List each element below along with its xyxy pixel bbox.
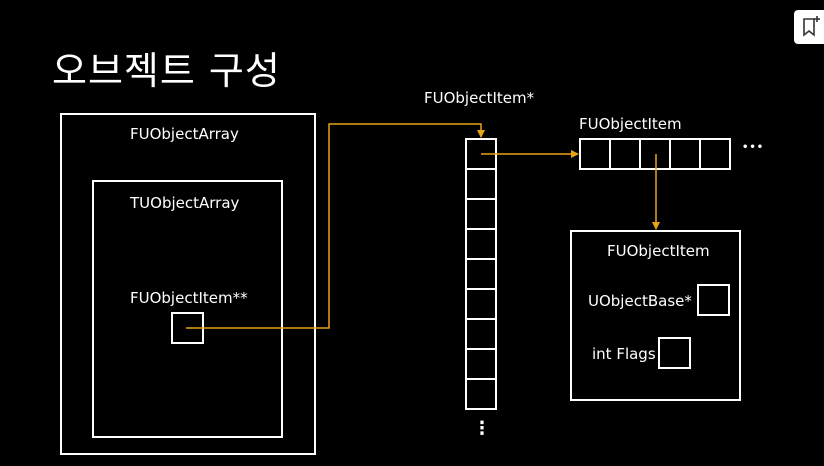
column-ellipsis: ⋮ [473,418,491,439]
tuobjectarray-label: TUObjectArray [130,194,240,212]
uobjectbase-label: UObjectBase* [588,292,692,310]
fuobjectitem-box-label: FUObjectItem [607,242,710,260]
fuobjectitem-detail-box [570,230,741,401]
uobjectbase-cell [697,284,730,316]
page-title: 오브젝트 구성 [52,49,281,93]
intflags-label: int Flags [592,345,656,363]
object-item-cell [699,138,731,170]
arrow-array-to-chunks [186,123,485,329]
chunk-cell [465,378,497,410]
bookmark-plus-icon [803,16,820,37]
fuobjectarray-label: FUObjectArray [130,125,239,143]
intflags-cell [658,337,691,369]
object-item-row [579,138,731,170]
fuobjectitem-p-label: FUObjectItem* [424,89,535,107]
fuobjectitem-pp-label: FUObjectItem** [130,289,248,307]
fuobjectarray-box [60,113,316,455]
bookmark-button[interactable] [794,10,824,44]
tuobjectarray-box [92,180,283,438]
row-ellipsis: ••• [742,142,765,153]
fuobjectitem-row-label: FUObjectItem [579,115,682,133]
